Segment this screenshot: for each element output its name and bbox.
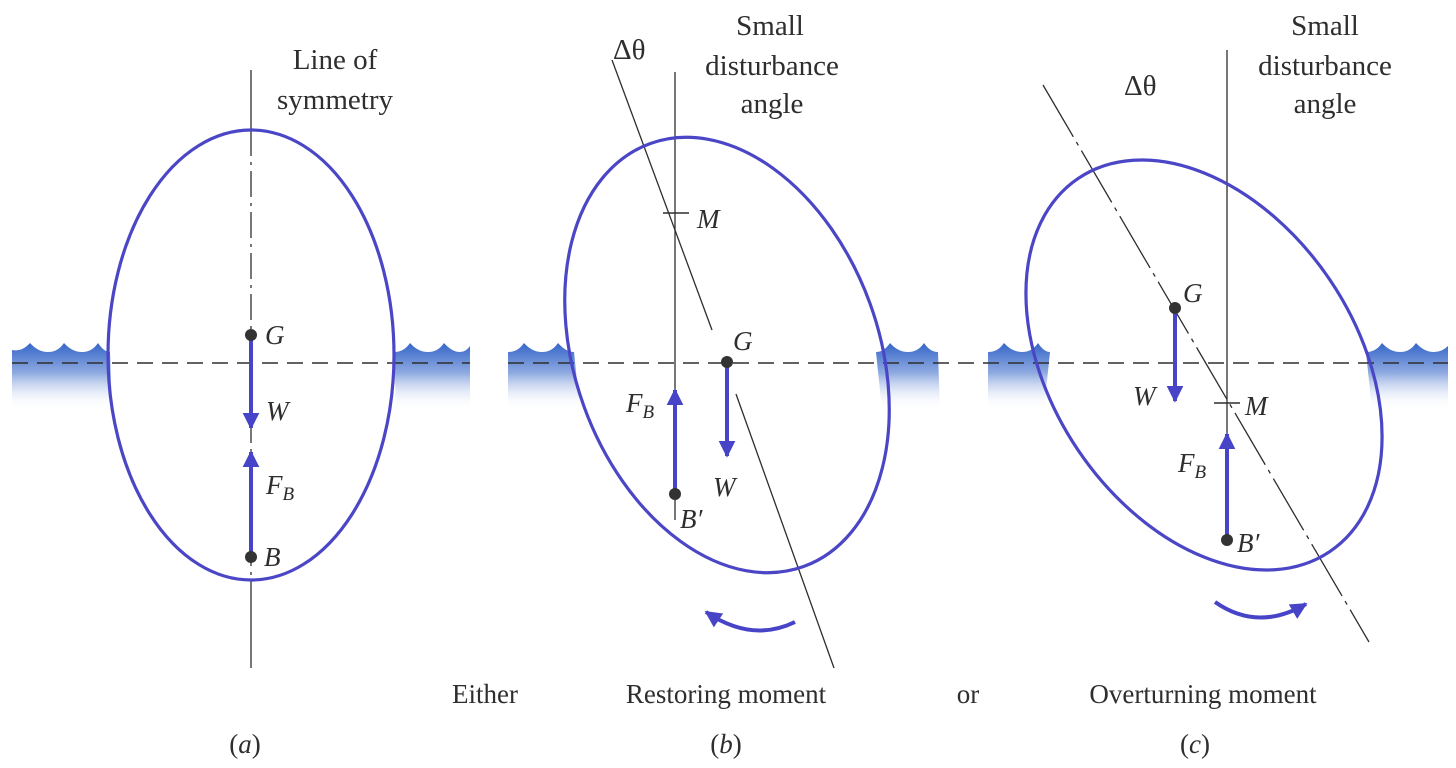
line-of-symmetry-label-1: Line of — [293, 44, 378, 76]
g-label-a: G — [265, 320, 285, 350]
hull-a — [106, 128, 396, 582]
tilted-axis-b-top — [611, 59, 713, 331]
hull-c — [1024, 158, 1384, 572]
overturning-moment-arrow — [1213, 600, 1308, 620]
center-of-gravity-a — [245, 329, 257, 341]
delta-theta-label-c: Δθ — [1124, 70, 1157, 102]
caption-a: (a) — [229, 729, 261, 759]
m-label-b: M — [696, 204, 721, 234]
b-prime-label-b: B′ — [680, 504, 703, 534]
center-of-gravity-c — [1169, 302, 1181, 314]
fb-main-b: F — [625, 388, 643, 418]
fb-label-a: FB — [265, 470, 295, 505]
center-of-buoyancy-c — [1221, 534, 1233, 546]
fb-sub-c: B — [1195, 462, 1207, 483]
restoring-moment-label: Restoring moment — [626, 679, 827, 709]
water-b-left — [508, 343, 580, 410]
delta-theta-label-b: Δθ — [613, 34, 646, 66]
water-a-left — [12, 343, 112, 410]
disturbance-label-b-1: Small — [736, 10, 804, 42]
disturbance-label-c-1: Small — [1291, 10, 1359, 42]
panel-b: Δθ Small disturbance angle M G FB W B′ R… — [563, 10, 891, 759]
either-label: Either — [452, 679, 518, 709]
water-c-right — [1366, 343, 1448, 410]
caption-b-letter: b — [719, 729, 733, 759]
g-label-c: G — [1183, 278, 1203, 308]
caption-b: (b) — [710, 729, 742, 759]
weight-label-a: W — [266, 396, 291, 426]
panel-c: Δθ Small disturbance angle G W M FB B′ O… — [1024, 10, 1392, 759]
caption-c: (c) — [1180, 729, 1210, 759]
caption-c-letter: c — [1189, 729, 1201, 759]
g-label-b: G — [733, 326, 753, 356]
disturbance-label-b-3: angle — [741, 88, 804, 120]
fb-sub-a: B — [283, 484, 295, 505]
water-surface — [12, 343, 1448, 410]
center-of-buoyancy-b — [669, 488, 681, 500]
tilted-axis-b-bottom — [735, 393, 835, 669]
tilted-axis-c — [1042, 84, 1370, 643]
b-prime-label-c: B′ — [1237, 528, 1260, 558]
b-label-a: B — [264, 542, 281, 572]
line-of-symmetry-label-2: symmetry — [277, 84, 393, 116]
fb-main-a: F — [265, 470, 283, 500]
center-of-buoyancy-a — [245, 551, 257, 563]
fb-main-c: F — [1177, 448, 1195, 478]
center-of-gravity-b — [721, 356, 733, 368]
water-a-right — [394, 343, 470, 410]
or-label: or — [957, 679, 980, 709]
fb-sub-b: B — [643, 402, 655, 423]
panel-a: Line of symmetry G W FB B (a) — [106, 44, 396, 759]
hull-b — [563, 135, 891, 575]
disturbance-label-c-2: disturbance — [1258, 50, 1392, 82]
water-b-right — [876, 343, 940, 410]
fb-label-c: FB — [1177, 448, 1207, 483]
fb-label-b: FB — [625, 388, 655, 423]
m-label-c: M — [1244, 391, 1269, 421]
overturning-moment-label: Overturning moment — [1089, 679, 1317, 709]
weight-label-c: W — [1133, 381, 1158, 411]
disturbance-label-c-3: angle — [1294, 88, 1357, 120]
weight-label-b: W — [713, 472, 738, 502]
restoring-moment-arrow — [704, 610, 796, 633]
caption-a-letter: a — [238, 729, 252, 759]
disturbance-label-b-2: disturbance — [705, 50, 839, 82]
